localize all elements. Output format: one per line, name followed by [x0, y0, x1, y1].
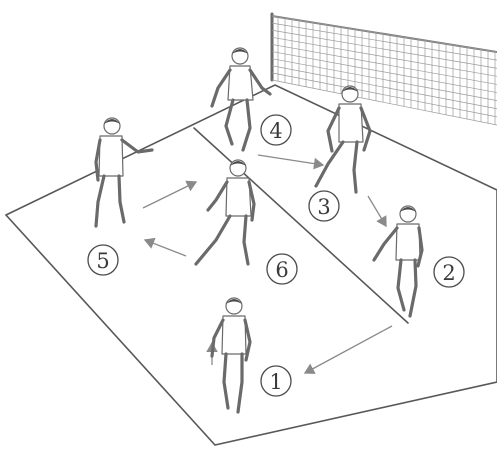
position-marker-1: 1 — [261, 366, 291, 396]
position-marker-3: 3 — [309, 191, 339, 221]
net — [272, 14, 497, 125]
player-figure-1 — [212, 298, 250, 412]
position-marker-4: 4 — [261, 115, 291, 145]
position-marker-5: 5 — [88, 245, 118, 275]
position-number-3: 3 — [317, 195, 330, 219]
position-number-4: 4 — [269, 119, 282, 143]
arrow-2-to-1 — [305, 326, 392, 373]
arrow-4-to-3 — [258, 155, 323, 165]
arrow-5-to-4 — [143, 182, 196, 208]
players — [96, 48, 422, 412]
court-boundary — [6, 85, 497, 445]
player-figure-5 — [96, 118, 152, 226]
position-marker-6: 6 — [267, 254, 297, 284]
position-number-5: 5 — [96, 249, 109, 273]
arrow-3-to-2 — [368, 196, 386, 226]
position-number-6: 6 — [275, 258, 288, 282]
player-figure-3 — [316, 86, 370, 192]
position-marker-2: 2 — [434, 257, 464, 287]
position-number-1: 1 — [269, 370, 282, 394]
arrow-6-to-5 — [145, 240, 186, 256]
position-number-2: 2 — [442, 261, 455, 285]
court — [6, 85, 497, 445]
net-mesh — [272, 16, 497, 125]
